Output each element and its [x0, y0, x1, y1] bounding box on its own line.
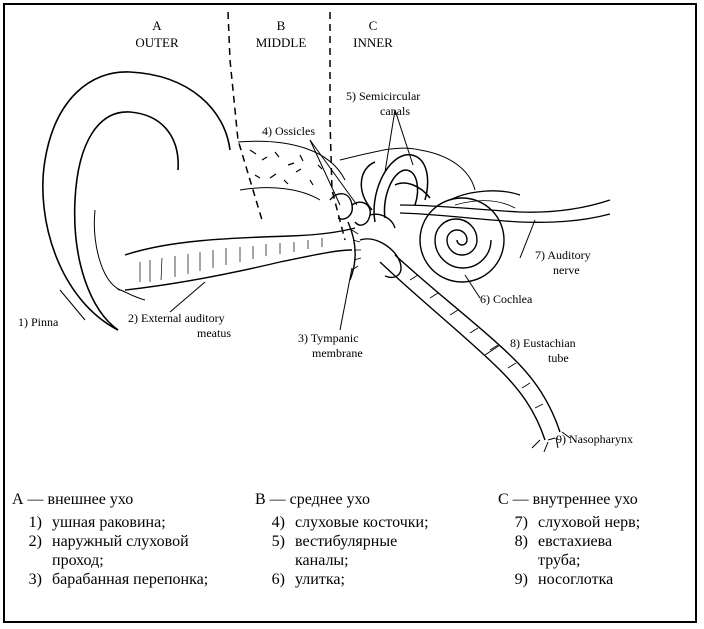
label-tympanic-1: 3) Tympanic — [298, 331, 359, 345]
legend-item-text: слуховые косточки; — [295, 513, 480, 532]
legend-item-number: 5) — [255, 532, 295, 570]
legend-item-text: барабанная перепонка; — [52, 570, 242, 589]
legend-item-number: 9) — [498, 570, 538, 589]
legend-item: 8) евстахиева труба; — [498, 532, 628, 570]
middle-ear-structures — [330, 194, 401, 280]
legend-item: 2) наружный слуховой проход; — [12, 532, 192, 570]
label-cochlea: 6) Cochlea — [480, 292, 533, 306]
pinna-shape — [43, 72, 230, 330]
ear-anatomy-diagram: A OUTER B MIDDLE C INNER — [0, 0, 704, 480]
legend-column-c: С — внутреннее ухо 7) слуховой нерв; 8) … — [498, 490, 693, 589]
legend-item: 4) слуховые косточки; — [255, 513, 480, 532]
label-nasopharynx: 9) Nasopharynx — [556, 432, 633, 446]
leader-lines — [60, 110, 555, 440]
label-ext-meatus-2: meatus — [197, 326, 231, 340]
legend-item: 6) улитка; — [255, 570, 480, 589]
label-ext-meatus-1: 2) External auditory — [128, 311, 225, 325]
section-a-name: OUTER — [135, 35, 179, 50]
label-eustachian-2: tube — [548, 351, 569, 365]
middle-inner-divider — [330, 12, 345, 240]
section-c-letter: C — [369, 18, 378, 33]
label-auditory-1: 7) Auditory — [535, 248, 591, 262]
legend-item-number: 3) — [12, 570, 52, 589]
section-a-letter: A — [152, 18, 162, 33]
legend-column-a: А — внешнее ухо 1) ушная раковина; 2) на… — [12, 490, 242, 589]
semicircular-canals-shape — [361, 155, 430, 222]
legend-item-text: носоглотка — [538, 570, 693, 589]
label-eustachian-1: 8) Eustachian — [510, 336, 576, 350]
legend-item-number: 4) — [255, 513, 295, 532]
legend-item-number: 8) — [498, 532, 538, 570]
label-semicircular-1: 5) Semicircular — [346, 89, 420, 103]
legend-item: 9) носоглотка — [498, 570, 693, 589]
legend-header-c: С — внутреннее ухо — [498, 490, 693, 509]
legend-header-b: В — среднее ухо — [255, 490, 480, 509]
section-b-letter: B — [277, 18, 286, 33]
legend-item-number: 1) — [12, 513, 52, 532]
legend-item-number: 6) — [255, 570, 295, 589]
section-b-name: MIDDLE — [256, 35, 307, 50]
label-tympanic-2: membrane — [312, 346, 363, 360]
legend-item-number: 7) — [498, 513, 538, 532]
auditory-nerve-shape — [400, 191, 610, 222]
label-auditory-2: nerve — [553, 263, 580, 277]
legend-item: 3) барабанная перепонка; — [12, 570, 242, 589]
legend-item: 1) ушная раковина; — [12, 513, 242, 532]
legend-item-text: евстахиева труба; — [538, 532, 628, 570]
temporal-bone — [238, 141, 475, 200]
legend-column-b: В — среднее ухо 4) слуховые косточки; 5)… — [255, 490, 480, 589]
legend-item-text: ушная раковина; — [52, 513, 242, 532]
legend-item: 5) вестибулярные каналы; — [255, 532, 425, 570]
legend-item-text: слуховой нерв; — [538, 513, 693, 532]
legend-item-text: улитка; — [295, 570, 480, 589]
section-c-name: INNER — [353, 35, 393, 50]
ear-canal-shape — [125, 228, 355, 290]
label-ossicles: 4) Ossicles — [262, 124, 315, 138]
legend-item-text: наружный слуховой проход; — [52, 532, 192, 570]
legend-item-number: 2) — [12, 532, 52, 570]
eustachian-tube-shape — [380, 255, 570, 452]
legend-item-text: вестибулярные каналы; — [295, 532, 425, 570]
label-pinna: 1) Pinna — [18, 315, 59, 329]
label-semicircular-2: canals — [380, 104, 410, 118]
legend-item: 7) слуховой нерв; — [498, 513, 693, 532]
legend-header-a: А — внешнее ухо — [12, 490, 242, 509]
